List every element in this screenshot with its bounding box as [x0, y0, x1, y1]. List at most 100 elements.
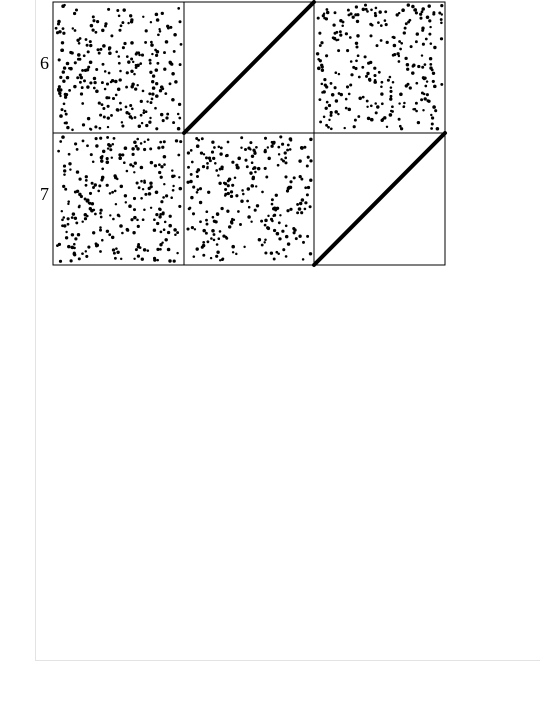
scatter-point-row7-col5 [101, 149, 106, 154]
scatter-point-row7-col6 [252, 166, 257, 170]
scatter-point-row7-col5 [172, 184, 175, 188]
scatter-point-row7-col6 [198, 187, 203, 191]
scatter-point-row7-col5 [147, 192, 152, 196]
scatter-point-row6-col7 [432, 11, 436, 15]
scatter-point-row6-col7 [335, 30, 339, 34]
scatter-point-row7-col5 [162, 140, 166, 144]
scatter-point-row6-col5 [86, 85, 90, 89]
scatter-point-row7-col6 [255, 145, 258, 149]
scatter-point-row7-col6 [205, 218, 208, 222]
scatter-point-row6-col7 [366, 105, 369, 109]
scatter-point-row7-col6 [253, 150, 257, 154]
scatter-point-row6-col5 [173, 32, 177, 37]
scatter-point-row6-col5 [154, 12, 159, 17]
scatter-point-row6-col5 [148, 61, 152, 65]
scatter-point-row6-col5 [98, 126, 102, 130]
scatter-point-row6-col5 [102, 44, 106, 48]
scatter-point-row6-col5 [79, 92, 84, 96]
scatter-point-row6-col5 [174, 80, 178, 84]
scatter-point-row6-col5 [134, 66, 138, 69]
scatter-point-row6-col7 [361, 65, 365, 69]
scatter-point-row6-col7 [431, 79, 435, 83]
scatter-point-row7-col5 [168, 214, 172, 218]
scatter-point-row6-col5 [118, 28, 122, 32]
scatter-point-row6-col7 [345, 85, 350, 89]
scatter-point-row7-col5 [159, 243, 163, 247]
scatter-point-row7-col5 [85, 254, 89, 258]
scatter-point-row6-col7 [380, 85, 383, 89]
scatter-point-row7-col5 [165, 194, 169, 198]
scatter-point-row6-col5 [88, 127, 92, 131]
scatter-point-row6-col7 [380, 102, 384, 106]
scatter-point-row6-col7 [334, 99, 339, 103]
scatter-point-row6-col5 [103, 70, 107, 73]
scatter-point-row6-col5 [142, 15, 145, 18]
scatter-point-row6-col5 [68, 89, 71, 92]
scatter-point-row6-col5 [79, 75, 84, 80]
scatter-point-row6-col5 [139, 62, 143, 65]
scatter-point-row6-col7 [439, 37, 444, 41]
scatter-point-row6-col5 [155, 53, 159, 58]
scatter-point-row7-col5 [171, 169, 174, 172]
scatter-point-row6-col5 [85, 68, 90, 72]
scatter-point-row7-col5 [84, 175, 88, 179]
scatter-point-row7-col5 [90, 181, 94, 185]
scatter-point-row7-col6 [201, 243, 206, 248]
scatter-point-row6-col5 [151, 92, 155, 96]
scatter-point-row7-col5 [112, 137, 116, 140]
scatter-point-row6-col7 [397, 11, 401, 15]
scatter-point-row6-col7 [325, 10, 330, 15]
scatter-point-row7-col5 [92, 186, 95, 189]
scatter-point-row6-col5 [88, 60, 93, 65]
scatter-point-row7-col5 [61, 135, 65, 139]
scatter-point-row6-col5 [61, 27, 65, 30]
scatter-point-row6-col5 [115, 50, 118, 54]
scatter-point-row6-col7 [336, 38, 340, 42]
scatter-point-row7-col6 [276, 163, 280, 167]
scatter-point-row7-col6 [196, 175, 199, 178]
scatter-point-row7-col6 [239, 223, 242, 226]
scatter-point-row6-col7 [363, 55, 367, 59]
scatter-point-row6-col7 [352, 125, 356, 129]
scatter-point-row6-col7 [407, 20, 411, 24]
scatter-point-row6-col5 [151, 74, 156, 78]
scatter-point-row7-col5 [143, 147, 147, 152]
scatter-point-row6-col5 [168, 60, 172, 65]
scatter-point-row7-col5 [70, 245, 75, 250]
scatter-point-row6-col7 [439, 18, 443, 21]
scatter-point-row7-col6 [289, 180, 293, 184]
scatter-point-row6-col5 [65, 61, 70, 66]
scatter-point-row6-col7 [403, 26, 407, 30]
scatter-point-row7-col6 [229, 190, 234, 194]
scatter-point-row6-col5 [136, 63, 140, 68]
scatter-point-row6-col7 [414, 40, 418, 44]
scatter-point-row6-col5 [154, 48, 157, 52]
scatter-point-row6-col7 [320, 65, 324, 69]
scatter-point-row7-col5 [63, 169, 67, 173]
scatter-point-row6-col5 [92, 76, 96, 80]
scatter-point-row6-col7 [440, 4, 444, 8]
scatter-point-row6-col5 [176, 126, 181, 131]
scatter-point-row7-col6 [195, 144, 200, 148]
scatter-point-row6-col7 [417, 64, 421, 69]
scatter-point-row6-col5 [177, 7, 181, 10]
scatter-point-row7-col5 [99, 226, 102, 229]
scatter-point-row7-col6 [264, 251, 268, 255]
scatter-point-row7-col6 [220, 206, 224, 211]
scatter-point-row6-col5 [146, 100, 149, 103]
scatter-point-row7-col6 [226, 179, 230, 183]
scatter-point-row6-col7 [421, 42, 425, 46]
scatter-point-row7-col5 [143, 208, 146, 211]
scatter-point-row7-col6 [286, 143, 290, 147]
scatter-point-row7-col5 [174, 139, 179, 143]
scatter-point-row7-col6 [272, 257, 276, 261]
scatter-point-row6-col7 [369, 34, 373, 38]
scatter-point-row7-col5 [110, 235, 115, 240]
scatter-point-row7-col6 [221, 167, 224, 171]
scatter-point-row7-col5 [88, 191, 93, 195]
scatter-point-row7-col6 [255, 204, 260, 208]
scatter-point-row7-col6 [199, 151, 204, 155]
scatter-point-row7-col6 [271, 141, 276, 145]
scatter-point-row7-col6 [284, 255, 288, 258]
